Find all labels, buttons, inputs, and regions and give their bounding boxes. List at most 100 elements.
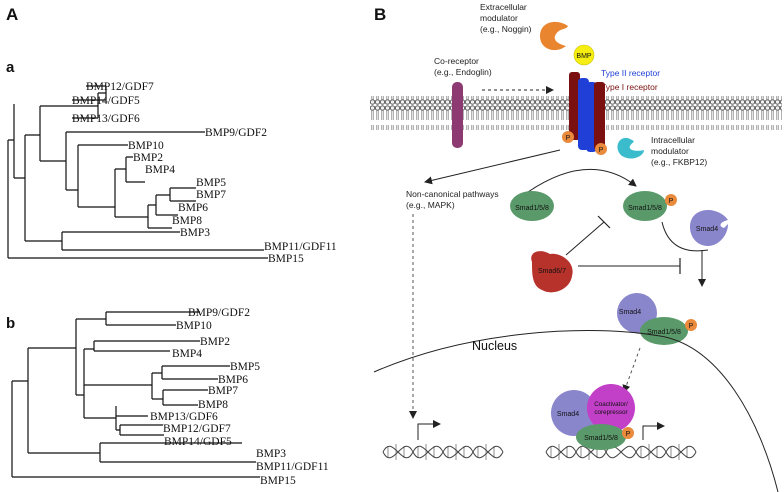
leaf-bmp3: BMP3	[180, 227, 210, 239]
type1-receptor-left	[569, 72, 580, 140]
leaf-b-bmp13-gdf6: BMP13/GDF6	[150, 411, 218, 423]
tree-b-label: b	[6, 315, 15, 332]
panel-b-label: B	[374, 5, 386, 24]
type1-receptor-right	[594, 82, 605, 150]
leaf-b-bmp15: BMP15	[260, 475, 296, 487]
leaf-bmp4: BMP4	[145, 164, 175, 176]
leaf-bmp13-gdf6: BMP13/GDF6	[72, 113, 140, 125]
panel-a: A a BMP12/GDF7 BMP14/GDF5 BMP13/GDF6 BMP…	[6, 5, 337, 487]
leaf-bmp14-gdf5: BMP14/GDF5	[72, 95, 140, 107]
leaf-bmp11-gdf11: BMP11/GDF11	[264, 241, 337, 253]
nuclear-smad158-label: Smad1/5/8	[584, 435, 618, 442]
leaf-b-bmp6: BMP6	[218, 374, 248, 386]
type2-receptor-label: Type II receptor	[601, 68, 660, 78]
leaf-b-bmp10: BMP10	[176, 320, 212, 332]
smad158-active-label: Smad1/5/8	[628, 205, 662, 212]
coreceptor-line1: Co-receptor	[434, 56, 479, 66]
tree-a-branches	[7, 85, 268, 259]
smad4-free	[690, 210, 728, 246]
tree-b: b BMP9/GDF2 BMP10 BMP2 BMP4 BMP5 BMP6 BM…	[6, 307, 329, 487]
leaf-b-bmp7: BMP7	[208, 385, 238, 397]
smad158-inactive	[510, 191, 554, 221]
coactivator-shape	[587, 384, 635, 432]
smad67-inhibit-activation	[565, 221, 605, 256]
leaf-bmp2: BMP2	[133, 152, 163, 164]
leaf-b-bmp9-gdf2: BMP9/GDF2	[188, 307, 250, 319]
coreceptor-shape	[452, 82, 463, 148]
extracellular-modulator-line2: modulator	[480, 13, 518, 23]
smad4-free-label: Smad4	[696, 226, 718, 233]
leaf-bmp12-gdf7: BMP12/GDF7	[86, 81, 154, 93]
leaf-b-bmp5: BMP5	[230, 361, 260, 373]
receptor-phospho-right	[595, 143, 607, 155]
leaf-b-bmp3: BMP3	[256, 448, 286, 460]
complex-smad4-label: Smad4	[619, 309, 641, 316]
leaf-b-bmp8: BMP8	[198, 399, 228, 411]
smad158-phospho-label: P	[669, 198, 674, 205]
transcription-start-left	[417, 420, 441, 440]
extracellular-modulator-line3: (e.g., Noggin)	[480, 24, 532, 34]
noncanonical-line2: (e.g., MAPK)	[406, 200, 455, 210]
nuclear-smad4-label: Smad4	[557, 411, 579, 418]
coactivator-line1: Coactivator/	[594, 401, 628, 408]
receptor-phospho-left-label: P	[566, 135, 571, 142]
noncanonical-line1: Non-canonical pathways	[406, 189, 499, 199]
panel-b: B Extracellular modulator (e.g., Noggin)…	[370, 2, 782, 492]
tree-a-leaves: BMP12/GDF7 BMP14/GDF5 BMP13/GDF6 BMP9/GD…	[72, 81, 337, 265]
inhibit-bar-1	[597, 215, 611, 229]
complex-smad158-label: Smad1/5/8	[647, 329, 681, 336]
leaf-bmp8: BMP8	[172, 215, 202, 227]
dna-left	[382, 444, 504, 460]
receptor-phospho-left	[562, 131, 574, 143]
leaf-bmp9-gdf2: BMP9/GDF2	[205, 127, 267, 139]
tree-b-branches	[11, 311, 260, 478]
leaf-b-bmp11-gdf11: BMP11/GDF11	[256, 461, 329, 473]
complex-phospho-label: P	[689, 323, 694, 330]
smad158-active	[623, 191, 667, 221]
panel-a-label: A	[6, 5, 18, 24]
leaf-b-bmp12-gdf7: BMP12/GDF7	[163, 423, 231, 435]
smad158-phospho	[665, 194, 677, 206]
smad-merge-line	[661, 221, 709, 252]
intracellular-modulator-line2: modulator	[651, 146, 689, 156]
nuclear-smad158	[576, 424, 626, 450]
nuclear-envelope	[373, 330, 779, 492]
leaf-b-bmp2: BMP2	[200, 336, 230, 348]
leaf-b-bmp14-gdf5: BMP14/GDF5	[164, 436, 232, 448]
bmp-ligand	[573, 44, 595, 66]
leaf-bmp15: BMP15	[268, 253, 304, 265]
leaf-bmp6: BMP6	[178, 202, 208, 214]
smad67-label: Smad6/7	[538, 268, 566, 275]
nuclear-phospho	[622, 427, 634, 439]
type1-receptor-label: Type I receptor	[601, 82, 658, 92]
tree-a-label: a	[6, 59, 15, 76]
nuclear-import-arrow	[622, 347, 641, 393]
transcription-start-right	[642, 422, 665, 440]
intracellular-modulator-line1: Intracellular	[651, 135, 695, 145]
nuclear-phospho-label: P	[626, 431, 631, 438]
intracellular-modulator-line3: (e.g., FKBP12)	[651, 157, 707, 167]
smad158-inactive-label: Smad1/5/8	[515, 205, 549, 212]
fkbp12-shape	[617, 137, 644, 159]
leaf-bmp10: BMP10	[128, 140, 164, 152]
extracellular-modulator-line1: Extracellular	[480, 2, 527, 12]
tree-b-leaves: BMP9/GDF2 BMP10 BMP2 BMP4 BMP5 BMP6 BMP7…	[150, 307, 329, 487]
nuclear-smad4	[551, 390, 597, 436]
tree-a: a BMP12/GDF7 BMP14/GDF5 BMP13/GDF6 BMP9/…	[6, 59, 337, 265]
leaf-b-bmp4: BMP4	[172, 348, 202, 360]
coreceptor-line2: (e.g., Endoglin)	[434, 67, 492, 77]
smad67-shape	[531, 251, 573, 293]
noggin-shape	[540, 21, 568, 51]
noncanonical-arrow	[424, 149, 561, 185]
smad-activation-arrow	[527, 169, 637, 193]
receptor-phospho-right-label: P	[599, 147, 604, 154]
complex-phospho	[685, 319, 697, 331]
nucleus-label: Nucleus	[472, 339, 517, 353]
complex-smad158	[640, 317, 688, 345]
leaf-bmp7: BMP7	[196, 189, 226, 201]
leaf-bmp5: BMP5	[196, 177, 226, 189]
bmp-label: BMP	[576, 53, 592, 60]
coactivator-line2: corepressor	[594, 409, 627, 416]
dna-right	[545, 444, 697, 460]
